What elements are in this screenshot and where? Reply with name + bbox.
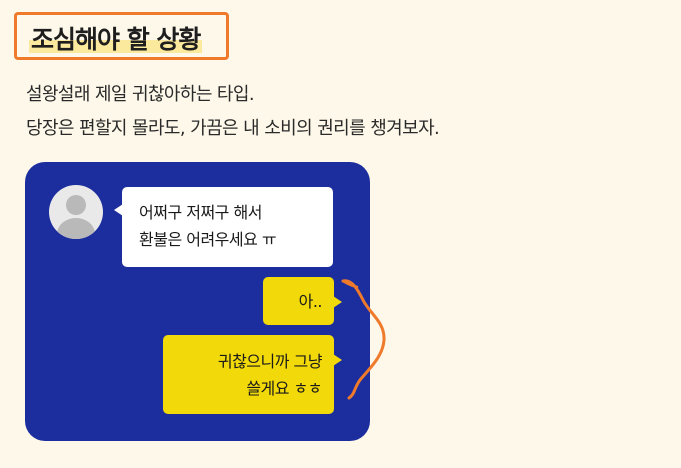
avatar-head <box>66 195 86 215</box>
outgoing-short-line-1: 아.. <box>298 292 323 311</box>
section-title: 조심해야 할 상황 <box>29 20 203 56</box>
section-title-box: 조심해야 할 상황 <box>14 12 229 60</box>
chat-illustration-card: 어쩌구 저쩌구 해서 환불은 어려우세요 ㅠ 아.. 귀찮으니까 그냥 쓸게요 … <box>25 162 370 441</box>
avatar-shoulders <box>57 218 95 239</box>
outgoing-long-line-1: 귀찮으니까 그냥 <box>217 352 323 371</box>
curly-bracket-annotation-icon <box>341 279 386 400</box>
outgoing-long-line-2: 쓸게요 ㅎㅎ <box>246 379 322 398</box>
outgoing-message-bubble-long: 귀찮으니까 그냥 쓸게요 ㅎㅎ <box>163 335 342 414</box>
description-line-2: 당장은 편할지 몰라도, 가끔은 내 소비의 권리를 챙겨보자. <box>26 118 440 139</box>
default-user-avatar-icon <box>49 185 103 239</box>
incoming-message-line-2: 환불은 어려우세요 ㅠ <box>139 230 277 249</box>
incoming-message-line-1: 어쩌구 저쩌구 해서 <box>139 203 262 222</box>
outgoing-message-bubble-short: 아.. <box>263 277 342 325</box>
description: 설왕설래 제일 귀찮아하는 타입. 당장은 편할지 몰라도, 가끔은 내 소비의… <box>26 78 440 146</box>
incoming-message-bubble: 어쩌구 저쩌구 해서 환불은 어려우세요 ㅠ <box>114 187 333 267</box>
description-line-1: 설왕설래 제일 귀찮아하는 타입. <box>26 84 255 105</box>
